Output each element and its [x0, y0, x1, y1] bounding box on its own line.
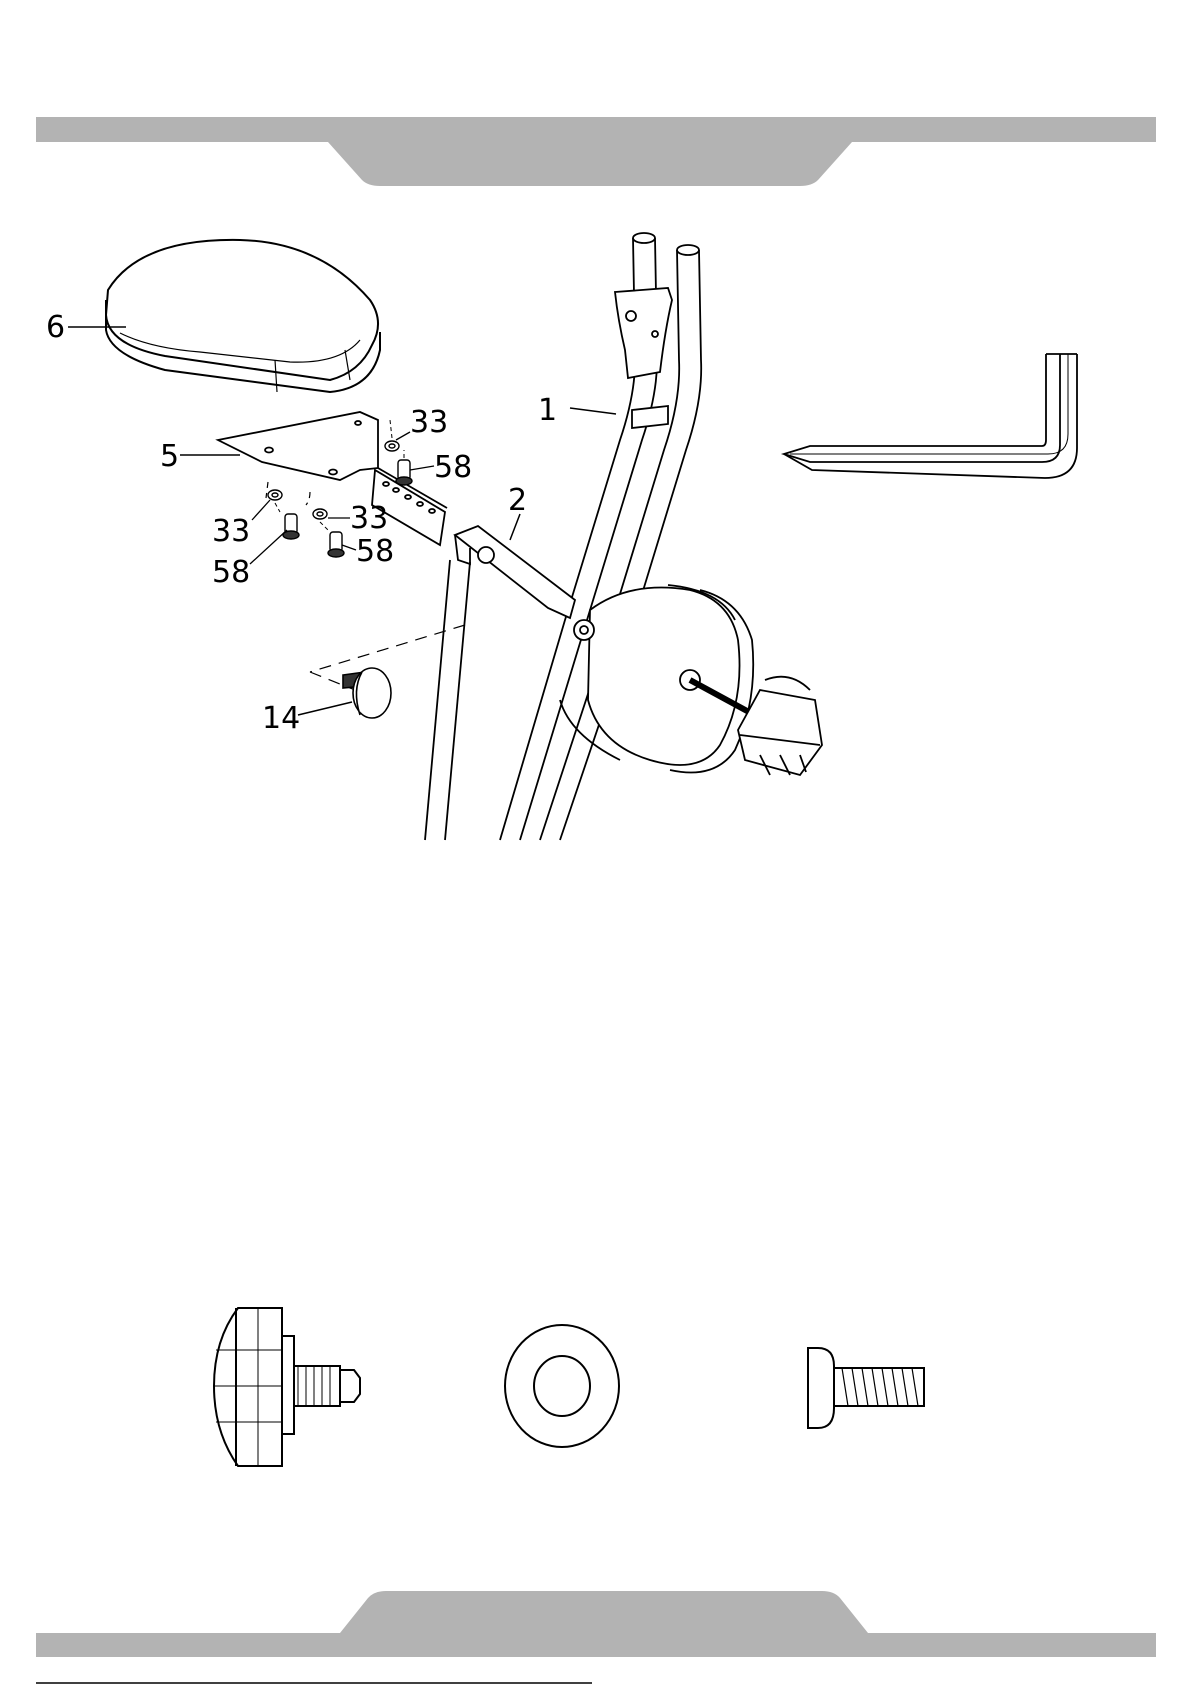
callout-washer-left: 33	[212, 514, 250, 549]
callout-seat: 6	[46, 310, 65, 345]
callout-bolt-top: 58	[434, 450, 472, 485]
knob-drawing	[343, 668, 391, 718]
callout-washer-mid: 33	[350, 501, 388, 536]
callout-seat-bracket: 5	[160, 439, 179, 474]
callout-bolt-mid: 58	[356, 534, 394, 569]
seat-drawing	[106, 240, 380, 392]
callout-knob: 14	[262, 701, 300, 736]
washer-icon	[505, 1325, 619, 1447]
footer-band	[36, 1591, 1156, 1657]
callout-seat-post: 2	[508, 483, 527, 518]
allen-key-icon	[784, 354, 1077, 478]
callout-main-frame: 1	[538, 393, 557, 428]
hex-bolt-icon	[808, 1348, 924, 1428]
adjustment-knob-icon	[214, 1308, 360, 1466]
callout-bolt-left: 58	[212, 555, 250, 590]
header-band	[36, 117, 1156, 186]
callout-washer-top: 33	[410, 405, 448, 440]
